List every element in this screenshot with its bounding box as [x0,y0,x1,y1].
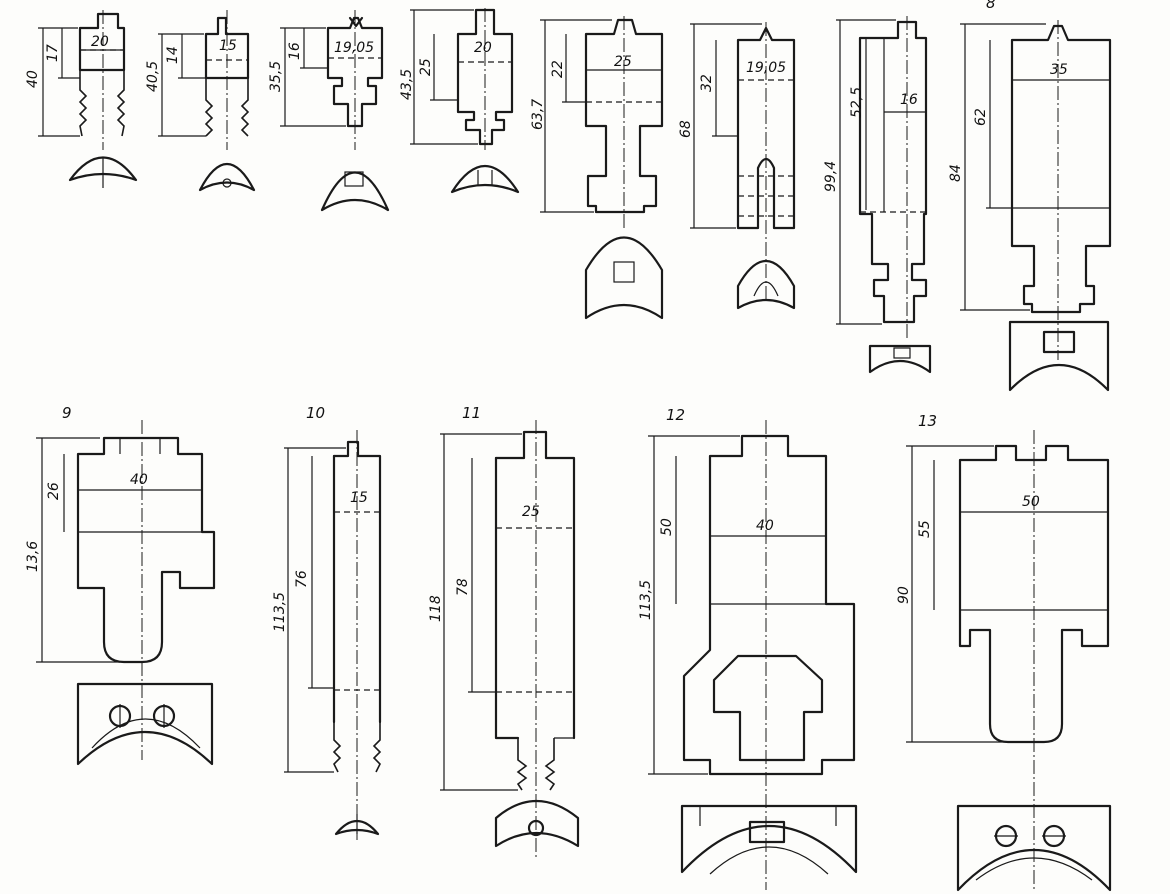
part-8: 84 62 35 8 [948,0,1112,392]
item-4-height: 43,5 [399,69,415,100]
item-4-depth: 25 [418,58,434,76]
item-11-width: 25 [522,504,540,520]
item-6-depth: 32 [699,74,715,92]
item-3-width: 19,05 [334,40,374,56]
item-9-height: 13,6 [25,541,41,572]
part-2: 40,5 14 15 [145,10,256,192]
item-13-height: 90 [896,586,912,604]
figure-number-9: 9 [62,404,72,422]
part-4: 43,5 25 20 [399,8,520,194]
item-2-depth: 14 [165,46,181,64]
part-5: 63,7 22 25 [530,16,664,320]
item-7-width: 16 [900,92,918,108]
item-7-depth: 52,5 [849,87,865,118]
item-3-depth: 16 [287,42,303,60]
item-8-height: 84 [948,164,964,182]
item-2-width: 15 [219,38,237,54]
part-11: 118 78 25 11 [428,404,580,860]
part-3: 35,5 16 19,05 [268,10,390,212]
item-10-height: 113,5 [272,592,288,632]
part-9: 13,6 26 40 9 [25,404,216,766]
item-8-width: 35 [1050,62,1068,78]
item-2-height: 40,5 [145,61,161,92]
item-13-width: 50 [1022,494,1040,510]
part-10: 113,5 76 15 10 [272,404,382,840]
item-8-depth: 62 [973,108,989,126]
figure-number-13: 13 [918,412,937,430]
item-9-width: 40 [130,472,148,488]
item-12-width: 40 [756,518,774,534]
figure-number-11: 11 [462,404,481,422]
item-1-height: 40 [25,70,41,88]
item-12-height: 113,5 [638,580,654,620]
item-11-depth: 78 [455,578,471,596]
item-10-width: 15 [350,490,368,506]
item-1-depth: 17 [45,44,61,62]
item-5-width: 25 [614,54,632,70]
item-6-width: 19,05 [746,60,786,76]
figure-number-12: 12 [666,406,685,424]
item-4-width: 20 [474,40,492,56]
part-1: 40 17 20 [25,10,138,188]
item-11-height: 118 [428,595,444,622]
item-9-depth: 26 [46,482,62,500]
part-6: 68 32 19,05 [678,22,796,310]
item-6-height: 68 [678,120,694,138]
item-1-width: 20 [91,34,109,50]
figure-number-8: 8 [986,0,996,12]
item-5-height: 63,7 [530,99,546,130]
item-3-height: 35,5 [268,61,284,92]
item-12-depth: 50 [659,518,675,536]
part-13: 90 55 50 13 [896,412,1112,892]
item-13-depth: 55 [917,520,933,538]
item-5-depth: 22 [550,60,566,78]
item-7-height: 99,4 [823,161,839,192]
figure-number-10: 10 [306,404,325,422]
part-12: 113,5 50 40 12 [638,406,858,890]
part-7: 99,4 52,5 16 [823,16,932,374]
item-10-depth: 76 [294,570,310,588]
